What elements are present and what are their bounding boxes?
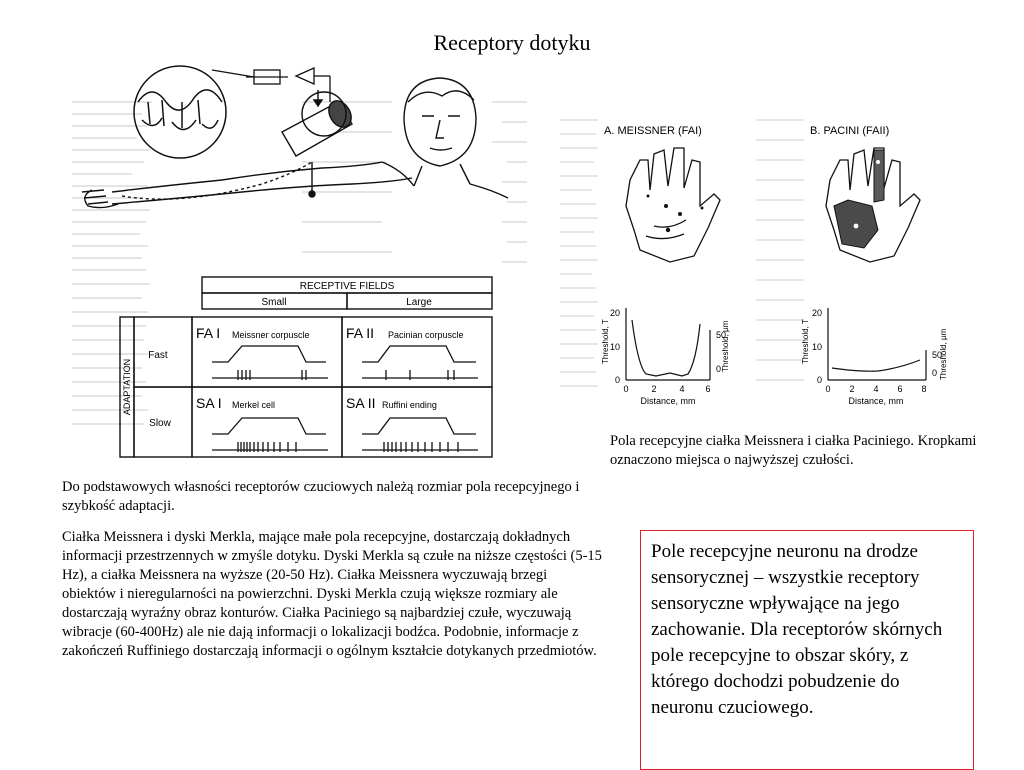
panel-b-label: B. PACINI (FAII)	[810, 125, 889, 137]
table-header-label: RECEPTIVE FIELDS	[300, 281, 395, 292]
receptive-fields-illustration: RECEPTIVE FIELDS Small Large ADAPTATION …	[62, 62, 532, 462]
chart-b-ytick-0: 0	[817, 375, 822, 385]
intro-paragraph: Do podstawowych własności receptorów czu…	[62, 478, 602, 516]
chart-a-xtick-6: 6	[705, 384, 710, 394]
meissner-pacini-illustration: A. MEISSNER (FAI) B. PACINI (FAII)	[560, 110, 980, 410]
cell-name-fa1: Meissner corpuscle	[232, 330, 310, 340]
chart-a-xtick-0: 0	[623, 384, 628, 394]
row-slow-label: Slow	[149, 418, 171, 429]
chart-b-ytick-r50: 50	[932, 350, 942, 360]
cell-name-sa1: Merkel cell	[232, 400, 275, 410]
col-large-label: Large	[406, 297, 432, 308]
meissner-pacini-figure: A. MEISSNER (FAI) B. PACINI (FAII)	[560, 110, 980, 410]
slide-title: Receptory dotyku	[0, 30, 1024, 56]
adaptation-axis-label: ADAPTATION	[122, 359, 132, 415]
skin-magnification-icon	[134, 66, 226, 158]
chart-b-ytick-r0: 0	[932, 368, 937, 378]
chart-b-xlabel: Distance, mm	[848, 396, 903, 406]
figure-caption: Pola recepcyjne ciałka Meissnera i ciałk…	[610, 432, 990, 470]
chart-b-xtick-4: 4	[873, 384, 878, 394]
chart-a-ylabel-left: Threshold, T	[601, 319, 610, 364]
cell-name-fa2: Pacinian corpuscle	[388, 330, 464, 340]
arm-outline	[82, 162, 412, 208]
row-fast-label: Fast	[148, 350, 168, 361]
hand-a-outline	[626, 148, 720, 262]
chart-b-xtick-8: 8	[921, 384, 926, 394]
chart-a-ytick-r50: 50	[716, 330, 726, 340]
chart-a-ylabel-right: Threshold, µm	[721, 320, 730, 372]
chart-a-xtick-2: 2	[651, 384, 656, 394]
chart-a-ytick-10: 10	[610, 342, 620, 352]
chart-b-ylabel-left: Threshold, T	[801, 319, 810, 364]
cell-code-sa2: SA II	[346, 395, 376, 411]
chart-a-xtick-4: 4	[679, 384, 684, 394]
chart-b-ytick-10: 10	[812, 342, 822, 352]
cell-code-fa2: FA II	[346, 325, 374, 341]
col-small-label: Small	[261, 297, 286, 308]
cell-code-sa1: SA I	[196, 395, 222, 411]
body-paragraph: Ciałka Meissnera i dyski Merkla, mające …	[62, 528, 602, 661]
definition-box: Pole recepcyjne neuronu na drodze sensor…	[640, 530, 974, 770]
chart-a-ytick-20: 20	[610, 308, 620, 318]
panel-a-label: A. MEISSNER (FAI)	[604, 125, 702, 137]
receptive-fields-figure: RECEPTIVE FIELDS Small Large ADAPTATION …	[62, 62, 532, 462]
chart-b-xtick-0: 0	[825, 384, 830, 394]
chart-b-xtick-2: 2	[849, 384, 854, 394]
chart-a-ytick-0: 0	[615, 375, 620, 385]
receptive-fields-table	[120, 277, 492, 457]
chart-b-xtick-6: 6	[897, 384, 902, 394]
chart-a-ytick-r0: 0	[716, 364, 721, 374]
chart-b-ytick-20: 20	[812, 308, 822, 318]
cell-code-fa1: FA I	[196, 325, 220, 341]
cell-name-sa2: Ruffini ending	[382, 400, 437, 410]
chart-a-xlabel: Distance, mm	[640, 396, 695, 406]
